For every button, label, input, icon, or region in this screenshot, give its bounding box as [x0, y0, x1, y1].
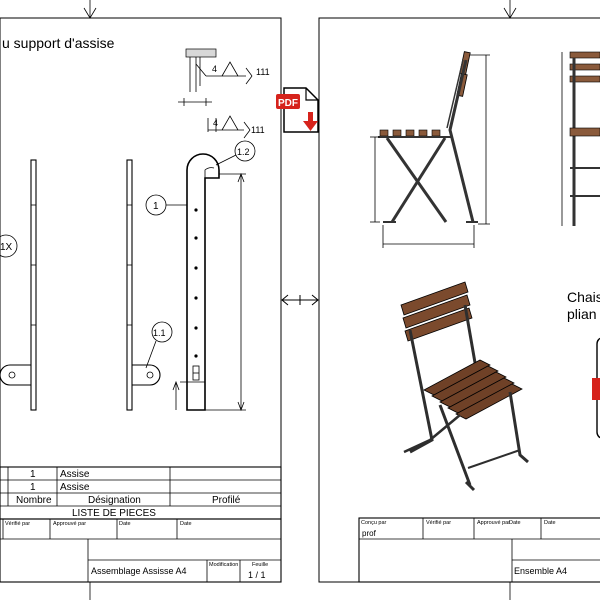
weld-size-mid: 4	[213, 118, 218, 128]
weld-code-top: 111	[256, 67, 270, 77]
left-sheet-border	[0, 17, 282, 583]
tb-right-verified-by: Vérifié par	[426, 520, 451, 526]
pdf-badge-label: PDF	[278, 98, 298, 109]
parts-header-profile: Profilé	[212, 495, 241, 506]
title-block-right: Conçu par prof Vérifié par Approuvé par …	[358, 517, 600, 583]
tb-date-1: Date	[119, 521, 131, 527]
tb-verified-by: Vérifié par	[5, 521, 30, 527]
balloon-1-2-label: 1.2	[237, 147, 250, 157]
tb-designer: prof	[362, 529, 377, 538]
parts-row2-designation: Assise	[60, 482, 90, 493]
balloon-1-1-label: 1.1	[153, 328, 166, 338]
bar-view-left	[0, 159, 37, 411]
tb-sheet-value: 1 / 1	[248, 570, 266, 580]
bar-view-middle	[126, 159, 161, 411]
centering-mark-top-right	[503, 0, 517, 19]
parts-header-qty: Nombre	[16, 495, 52, 506]
title-block-left: Vérifié par Approuvé par Date Date Assem…	[0, 518, 282, 583]
chair-isometric-view	[400, 281, 529, 492]
parts-row1-qty: 1	[30, 469, 36, 480]
right-caption-line2: plian	[567, 306, 597, 322]
centering-mark-top-left	[83, 0, 97, 19]
sheet-title: u support d'assise	[2, 35, 115, 51]
tb-right-date: Date	[509, 520, 521, 526]
tb-drawing-name: Assemblage Assisse A4	[91, 566, 187, 576]
bar-view-section	[172, 153, 246, 412]
right-sheet: Chais plian Conçu par prof Vérifié par A…	[318, 0, 600, 583]
tb-date-2: Date	[180, 521, 192, 527]
parts-row1-designation: Assise	[60, 469, 90, 480]
pdf-badge-right	[592, 337, 600, 439]
parts-list-caption: LISTE DE PIECES	[72, 508, 156, 519]
right-caption-line1: Chais	[567, 289, 600, 305]
parts-header-designation: Désignation	[88, 495, 141, 506]
chair-side-view	[370, 51, 490, 248]
pdf-download-icon[interactable]: PDF	[276, 87, 319, 133]
balloon-1-1	[151, 321, 173, 343]
weld-symbol-top: 4 111	[178, 48, 270, 106]
weld-size-top: 4	[212, 64, 217, 74]
tb-right-drawing-name: Ensemble A4	[514, 566, 567, 576]
weld-code-mid: 111	[251, 125, 265, 135]
tb-right-date-2: Date	[544, 520, 556, 526]
balloon-1-2	[234, 140, 256, 162]
parts-list-table: 1 Assise 1 Assise Nombre Désignation Pro…	[0, 466, 282, 520]
tb-approved-by: Approuvé par	[53, 521, 86, 527]
balloon-1x	[0, 234, 18, 258]
balloon-1-label: 1	[153, 201, 159, 212]
left-sheet: u support d'assise 4 111 4	[0, 0, 282, 583]
double-arrow-icon[interactable]	[281, 294, 319, 306]
tb-right-approved-by: Approuvé par	[477, 520, 510, 526]
balloon-1x-label: 1X	[0, 242, 13, 253]
tb-modification: Modification	[209, 562, 238, 568]
weld-symbol-mid: 4 111	[207, 115, 265, 139]
parts-row2-qty: 1	[30, 482, 36, 493]
tb-designed-by: Conçu par	[361, 520, 387, 526]
tb-sheet-label: Feuille	[252, 562, 268, 568]
chair-front-view	[561, 51, 600, 226]
